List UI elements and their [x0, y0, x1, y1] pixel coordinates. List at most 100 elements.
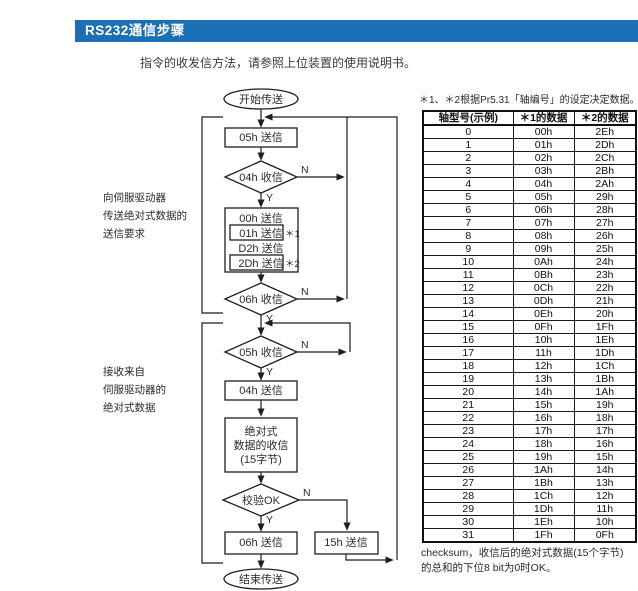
section1-label-line3: 送信要求 [103, 227, 145, 240]
node-command-block: 00h 送信 01h 送信 ＊1 D2h 送信 2Dh 送信 ＊2 [224, 207, 300, 273]
axis-id-cell: 7 [422, 216, 514, 230]
data2-cell: 16h [573, 437, 637, 451]
data2-cell: 20h [573, 307, 637, 321]
axis-data-table: 轴型号(示例) ＊1的数据 ＊2的数据 0 00h 2Eh 1 01h 2Dh … [422, 110, 637, 543]
cmd-line4-note: ＊2 [285, 259, 300, 270]
data2-cell: 1Eh [573, 333, 637, 347]
table-row: 17 11h 1Dh [422, 346, 637, 360]
table-row: 13 0Dh 21h [422, 294, 637, 308]
axis-id-cell: 31 [422, 528, 514, 543]
axis-id-cell: 2 [422, 151, 514, 165]
axis-id-cell: 1 [422, 138, 514, 152]
section2-label: 接收来自 伺服驱动器的 绝对式数据 [103, 365, 166, 414]
node-send-05h-label: 05h 送信 [239, 130, 282, 144]
node-send-15h-label: 15h 送信 [324, 535, 367, 549]
axis-id-cell: 29 [422, 502, 514, 516]
table-row: 19 13h 1Bh [422, 372, 637, 386]
data2-cell: 29h [573, 190, 637, 204]
table-note: ＊1、＊2根据Pr5.31「轴编号」的设定决定数据。 [419, 95, 638, 106]
axis-id-cell: 10 [422, 255, 514, 269]
data2-cell: 26h [573, 229, 637, 243]
axis-id-cell: 17 [422, 346, 514, 360]
axis-id-cell: 28 [422, 489, 514, 503]
data1-cell: 02h [512, 151, 575, 165]
data2-cell: 2Dh [573, 138, 637, 152]
table-row: 28 1Ch 12h [422, 489, 637, 503]
table-row: 29 1Dh 11h [422, 502, 637, 516]
table-row: 10 0Ah 24h [422, 255, 637, 269]
node-send-06h: 06h 送信 [224, 531, 298, 555]
table-row: 21 15h 19h [422, 398, 637, 412]
data2-cell: 22h [573, 281, 637, 295]
section2-label-line3: 绝对式数据 [103, 401, 156, 414]
table-row: 4 04h 2Ah [422, 177, 637, 191]
data2-cell: 1Ch [573, 359, 637, 373]
axis-id-cell: 0 [422, 124, 514, 139]
page-title: RS232通信步骤 [85, 23, 185, 38]
header-data2: ＊2的数据 [573, 110, 637, 126]
data2-cell: 2Ch [573, 151, 637, 165]
node-end: 结束传送 [223, 568, 299, 590]
data2-cell: 18h [573, 411, 637, 425]
node-check-ok-label: 校验OK [242, 493, 281, 507]
section2-bracket [201, 322, 223, 564]
axis-id-cell: 26 [422, 463, 514, 477]
data2-cell: 27h [573, 216, 637, 230]
axis-id-cell: 3 [422, 164, 514, 178]
recv06-no-label: N [301, 286, 309, 298]
recv05-retry-line [264, 319, 351, 352]
recv06-yes-label: Y [266, 313, 273, 325]
node-recv-06h: 06h 收信 [223, 282, 299, 316]
axis-id-cell: 6 [422, 203, 514, 217]
data1-cell: 05h [512, 190, 575, 204]
nak-restart-loop-line [345, 554, 394, 564]
recv-data-line2: 数据的收信 [234, 438, 289, 452]
check-no-label: N [303, 487, 311, 499]
data1-cell: 1Fh [512, 528, 575, 543]
rs232-flowchart: 向伺服驱动器 传送绝对式数据的 送信要求 接收来自 伺服驱动器的 绝对式数据 开… [95, 85, 415, 591]
data1-cell: 0Dh [512, 294, 575, 308]
section2-label-line2: 伺服驱动器的 [103, 383, 166, 396]
data1-cell: 07h [512, 216, 575, 230]
data1-cell: 1Ch [512, 489, 575, 503]
axis-id-cell: 14 [422, 307, 514, 321]
table-row: 1 01h 2Dh [422, 138, 637, 152]
node-start: 开始传送 [223, 88, 299, 110]
cmd-line4: 2Dh 送信 [238, 256, 283, 270]
axis-id-cell: 27 [422, 476, 514, 490]
table-row: 25 19h 15h [422, 450, 637, 464]
table-row: 14 0Eh 20h [422, 307, 637, 321]
data2-cell: 2Eh [573, 124, 637, 139]
table-row: 27 1Bh 13h [422, 476, 637, 490]
node-send-04h-label: 04h 送信 [239, 383, 282, 397]
data2-cell: 28h [573, 203, 637, 217]
data1-cell: 00h [512, 124, 575, 139]
node-send-15h: 15h 送信 [314, 531, 379, 555]
data1-cell: 11h [512, 346, 575, 360]
axis-id-cell: 18 [422, 359, 514, 373]
data2-cell: 11h [573, 502, 637, 516]
table-row: 12 0Ch 22h [422, 281, 637, 295]
cmd-line1: 00h 送信 [239, 211, 282, 225]
intro-text: 指令的收发信方法，请参照上位装置的使用说明书。 [140, 56, 417, 70]
header-data1: ＊1的数据 [512, 110, 575, 126]
table-row: 6 06h 28h [422, 203, 637, 217]
table-row: 26 1Ah 14h [422, 463, 637, 477]
data1-cell: 1Bh [512, 476, 575, 490]
axis-id-cell: 16 [422, 333, 514, 347]
data1-cell: 12h [512, 359, 575, 373]
table-header-row: 轴型号(示例) ＊1的数据 ＊2的数据 [422, 110, 637, 126]
recv04-yes-label: Y [266, 192, 273, 204]
table-row: 15 0Fh 1Fh [422, 320, 637, 334]
data1-cell: 14h [512, 385, 575, 399]
node-recv-04h: 04h 收信 [223, 160, 299, 194]
section1-bracket [201, 116, 223, 314]
table-row: 16 10h 1Eh [422, 333, 637, 347]
cmd-line2: 01h 送信 [239, 226, 282, 240]
data1-cell: 0Ch [512, 281, 575, 295]
axis-id-cell: 25 [422, 450, 514, 464]
data1-cell: 1Ah [512, 463, 575, 477]
data1-cell: 10h [512, 333, 575, 347]
table-row: 3 03h 2Bh [422, 164, 637, 178]
cmd-line2-note: ＊1 [285, 229, 300, 240]
